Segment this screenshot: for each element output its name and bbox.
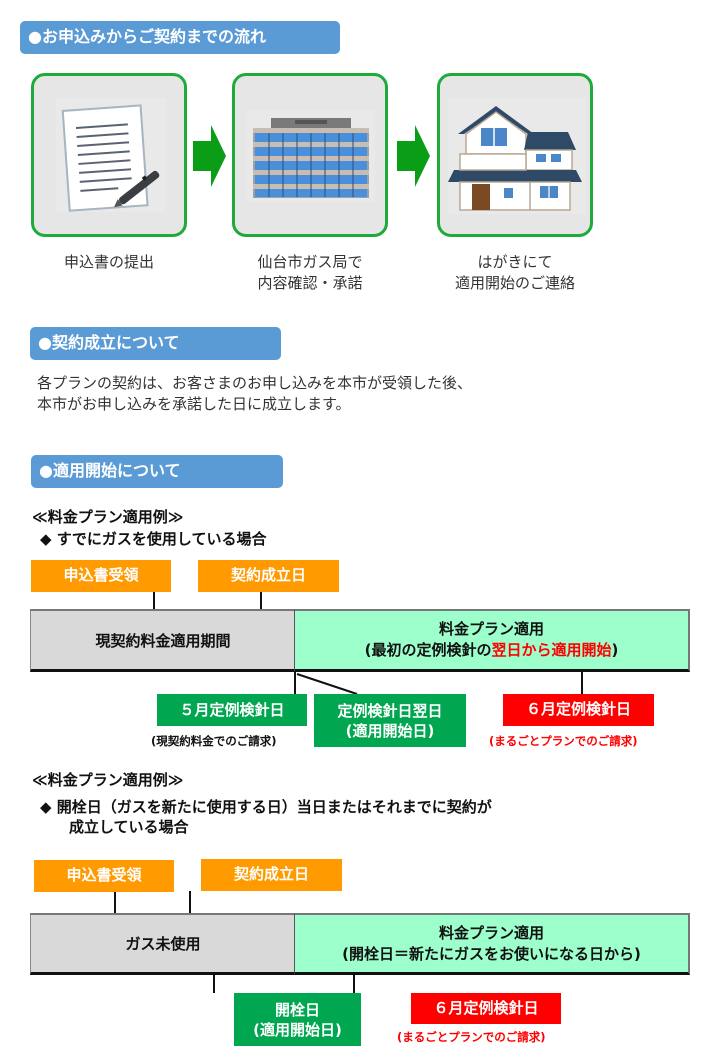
marker-application-received: 申込書受領	[31, 560, 171, 592]
contract-description: 各プランの契約は、お客さまのお申し込みを本市が受領した後、 本市がお申し込みを承…	[37, 374, 473, 413]
section-heading-flow: ●お申込みからご契約までの流れ	[20, 21, 340, 54]
example2-case: ◆ 開栓日（ガスを新たに使用する日）当日またはそれまでに契約が 成立している場合	[40, 798, 492, 836]
marker-next-day-start: 定例検針日翌日 (適用開始日)	[314, 694, 466, 747]
step-label-review: 仙台市ガス局で 内容確認・承諾	[257, 253, 363, 292]
marker-june-reading: ６月定例検針日	[411, 993, 561, 1024]
june-billing-note: (まるごとプランでのご請求)	[397, 1030, 546, 1044]
connector-line	[189, 891, 191, 914]
plan-applied-bar: 料金プラン適用 (開栓日＝新たにガスをお使いになる日から)	[294, 913, 690, 975]
may-billing-note: (現契約料金でのご請求)	[151, 734, 277, 748]
arrow-right-icon	[397, 125, 430, 191]
example2-title: ≪料金プラン適用例≫	[32, 771, 184, 789]
step-label-application: 申込書の提出	[63, 253, 154, 271]
arrow-right-icon	[193, 125, 226, 191]
section-heading-contract: ●契約成立について	[30, 327, 281, 360]
connector-line	[153, 592, 155, 610]
example1-case: ◆ すでにガスを使用している場合	[40, 530, 267, 548]
connector-line	[353, 975, 355, 993]
connector-line	[114, 892, 116, 914]
marker-open-date: 開栓日 (適用開始日)	[234, 993, 361, 1046]
marker-may-reading: ５月定例検針日	[157, 694, 307, 726]
gas-unused-bar: ガス未使用	[30, 913, 295, 975]
house-icon	[448, 98, 586, 214]
current-rate-period-bar: 現契約料金適用期間	[30, 609, 295, 672]
connector-line	[581, 672, 583, 694]
connector-line	[294, 672, 296, 694]
document-pen-icon	[56, 98, 166, 212]
step-card-review	[232, 73, 388, 237]
diagonal-connector	[296, 673, 358, 695]
marker-contract-date: 契約成立日	[198, 560, 339, 592]
section-heading-start: ●適用開始について	[31, 455, 283, 488]
step-card-notification	[437, 73, 593, 237]
marker-june-reading: ６月定例検針日	[503, 694, 654, 726]
marker-contract-date: 契約成立日	[201, 859, 342, 891]
connector-line	[260, 592, 262, 610]
plan-applied-bar: 料金プラン適用 (最初の定例検針の翌日から適用開始)	[294, 609, 690, 672]
example1-title: ≪料金プラン適用例≫	[32, 508, 184, 526]
connector-line	[213, 975, 215, 993]
marker-application-received: 申込書受領	[34, 860, 174, 892]
step-label-notification: はがきにて 適用開始のご連絡	[454, 253, 575, 292]
step-card-application	[31, 73, 187, 237]
june-billing-note: (まるごとプランでのご請求)	[489, 734, 638, 748]
office-building-icon	[247, 110, 375, 202]
